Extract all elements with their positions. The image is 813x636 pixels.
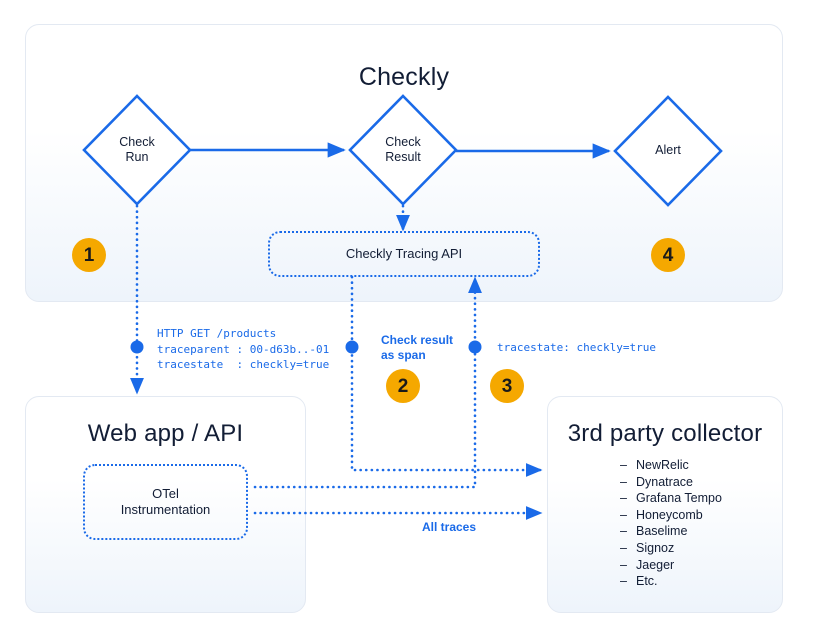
- panel-collector: 3rd party collector –NewRelic –Dynatrace…: [547, 396, 783, 613]
- bullet-dash: –: [620, 491, 627, 506]
- list-item-label: Jaeger: [636, 557, 675, 572]
- list-item: –Signoz: [620, 540, 722, 557]
- list-item: –Honeycomb: [620, 507, 722, 524]
- bullet-dash: –: [620, 524, 627, 539]
- list-item: –Jaeger: [620, 557, 722, 574]
- connector-dot-2: [345, 340, 359, 354]
- bullet-dash: –: [620, 507, 627, 522]
- list-item-label: Etc.: [636, 574, 658, 589]
- node-label-check-run: Check Run: [119, 135, 155, 164]
- panel-webapp: Web app / API: [25, 396, 306, 613]
- connector-dot-3: [468, 340, 482, 354]
- list-item-label: Honeycomb: [636, 507, 703, 522]
- bullet-dash: –: [620, 540, 627, 555]
- badge-2: 2: [386, 369, 420, 403]
- node-label-check-result: Check Result: [385, 135, 421, 164]
- annotation-http-request: HTTP GET /products traceparent : 00-d63b…: [157, 327, 330, 371]
- box-otel-instrumentation-label: OTel Instrumentation: [120, 486, 211, 517]
- box-otel-instrumentation: OTel Instrumentation: [83, 464, 248, 540]
- annotation-check-result-as-span: Check result as span: [381, 333, 454, 362]
- panel-checkly-title: Checkly: [358, 63, 450, 91]
- list-item-label: NewRelic: [636, 458, 689, 472]
- list-item-label: Grafana Tempo: [636, 491, 722, 506]
- list-item: –Etc.: [620, 573, 722, 590]
- badge-4: 4: [651, 238, 685, 272]
- list-item: –Grafana Tempo: [620, 490, 722, 507]
- bullet-dash: –: [620, 474, 627, 489]
- list-item-label: Dynatrace: [636, 474, 693, 489]
- bullet-dash: –: [620, 574, 627, 589]
- node-label-alert: Alert: [655, 143, 681, 157]
- annotation-tracestate: tracestate: checkly=true: [497, 341, 656, 354]
- badge-1: 1: [72, 238, 106, 272]
- connector-dot-1: [130, 340, 144, 354]
- badge-3: 3: [490, 369, 524, 403]
- panel-webapp-title: Web app / API: [87, 420, 244, 447]
- panel-collector-title: 3rd party collector: [567, 420, 763, 447]
- collector-list: –NewRelic –Dynatrace –Grafana Tempo –Hon…: [620, 457, 722, 590]
- list-item: –NewRelic: [620, 457, 722, 474]
- list-item: –Dynatrace: [620, 474, 722, 491]
- bullet-dash: –: [620, 557, 627, 572]
- list-item-label: Baselime: [636, 524, 688, 539]
- list-item-label: Signoz: [636, 540, 675, 555]
- box-checkly-tracing-api: Checkly Tracing API: [268, 231, 540, 277]
- annotation-all-traces: All traces: [422, 520, 477, 534]
- box-checkly-tracing-api-label: Checkly Tracing API: [345, 246, 463, 261]
- list-item: –Baselime: [620, 523, 722, 540]
- bullet-dash: –: [620, 458, 627, 472]
